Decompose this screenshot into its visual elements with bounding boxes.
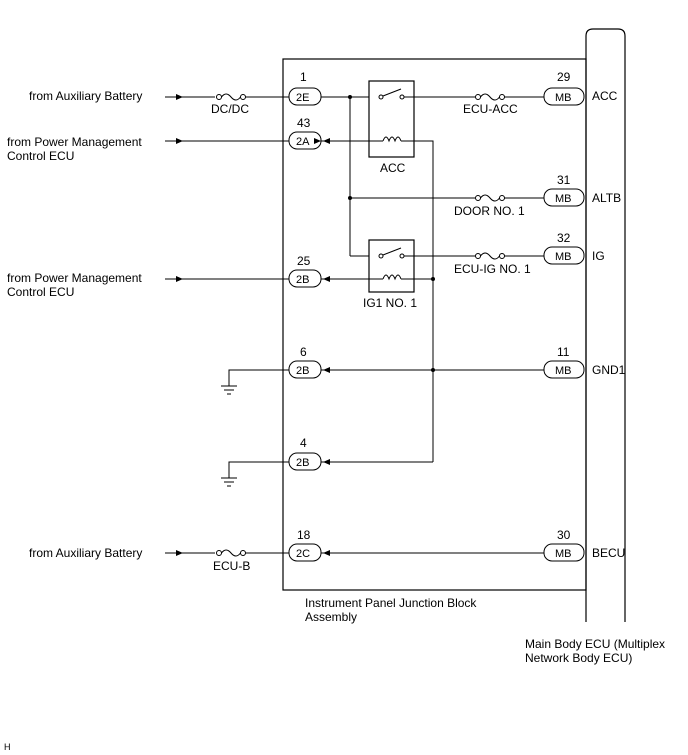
connector-code: 2A — [296, 136, 310, 148]
input-label-pmecu-2: from Power Management — [7, 271, 142, 285]
pin-number: 31 — [557, 173, 571, 187]
ecu-signal-gnd1: GND1 — [592, 363, 626, 377]
wire-arrow — [323, 550, 330, 556]
ecu-signal-ig: IG — [592, 249, 605, 263]
corner-mark: H — [4, 742, 11, 752]
wire-arrow — [323, 276, 330, 282]
connector-code: MB — [555, 193, 572, 205]
fuse-dcdc — [216, 93, 246, 101]
input-label-aux-battery-2: from Auxiliary Battery — [29, 546, 142, 560]
connector-code: 2B — [296, 274, 309, 286]
input-label-aux-battery-1: from Auxiliary Battery — [29, 89, 142, 103]
wire-arrow — [323, 367, 330, 373]
main-body-ecu-outline — [585, 28, 626, 622]
relay-acc-switch — [378, 88, 405, 100]
pin-number: 30 — [557, 528, 571, 542]
connector-code: 2B — [296, 457, 309, 469]
connector-code: 2E — [296, 92, 309, 104]
junction-block-outline — [282, 58, 587, 591]
input-label-pmecu-2b: Control ECU — [7, 285, 74, 299]
relay-acc-coil — [382, 136, 402, 143]
pin-number: 32 — [557, 231, 571, 245]
connector-box — [543, 87, 585, 106]
junction-block-label: Instrument Panel Junction Block — [305, 596, 477, 610]
relay-label-acc: ACC — [380, 161, 406, 175]
main-ecu-label-2: Network Body ECU) — [525, 651, 632, 665]
fuse-ecu-b — [216, 549, 246, 557]
pin-number: 11 — [557, 345, 570, 359]
pin-number: 18 — [297, 528, 311, 542]
pin-number: 25 — [297, 254, 311, 268]
ecu-signal-becu: BECU — [592, 546, 625, 560]
fuse-label-door-no1: DOOR NO. 1 — [454, 204, 525, 218]
pin-number: 1 — [300, 70, 307, 84]
connector-code: 2C — [296, 548, 310, 560]
pin-number: 6 — [300, 345, 307, 359]
relay-acc — [368, 80, 415, 158]
connector-box — [543, 246, 585, 265]
fuse-label-ecu-b: ECU-B — [213, 559, 250, 573]
wire-arrow — [323, 459, 330, 465]
connector-box — [543, 360, 585, 379]
input-label-pmecu-1b: Control ECU — [7, 149, 74, 163]
connector-code: MB — [555, 251, 572, 263]
connector-box — [543, 188, 585, 207]
pin-number: 43 — [297, 116, 311, 130]
connector-code: MB — [555, 548, 572, 560]
main-ecu-label: Main Body ECU (Multiplex — [525, 637, 665, 651]
pin-number: 29 — [557, 70, 571, 84]
ecu-signal-altb: ALTB — [592, 191, 621, 205]
fuse-label-dcdc: DC/DC — [211, 102, 249, 116]
relay-ig1 — [368, 239, 415, 293]
connector-box — [543, 543, 585, 562]
wire-arrow — [323, 138, 330, 144]
junction-dot — [431, 368, 435, 372]
junction-dot — [431, 277, 435, 281]
relay-ig1-switch — [378, 247, 405, 259]
fuse-ecu-acc — [475, 93, 505, 101]
relay-label-ig1: IG1 NO. 1 — [363, 296, 417, 310]
ecu-signal-acc: ACC — [592, 89, 618, 103]
fuse-label-ecu-ig-no1: ECU-IG NO. 1 — [454, 262, 531, 276]
fuse-door-no1 — [475, 194, 505, 202]
ground-symbol — [221, 369, 289, 395]
input-label-pmecu-1: from Power Management — [7, 135, 142, 149]
fuse-label-ecu-acc: ECU-ACC — [463, 102, 518, 116]
connector-code: MB — [555, 92, 572, 104]
connector-code: MB — [555, 365, 572, 377]
wire — [401, 140, 434, 462]
fuse-ecu-ig-no1 — [475, 252, 505, 260]
ground-symbol — [221, 461, 289, 487]
pin-number: 4 — [300, 436, 307, 450]
relay-ig1-coil — [382, 274, 402, 281]
connector-code: 2B — [296, 365, 309, 377]
junction-block-label-2: Assembly — [305, 610, 357, 624]
